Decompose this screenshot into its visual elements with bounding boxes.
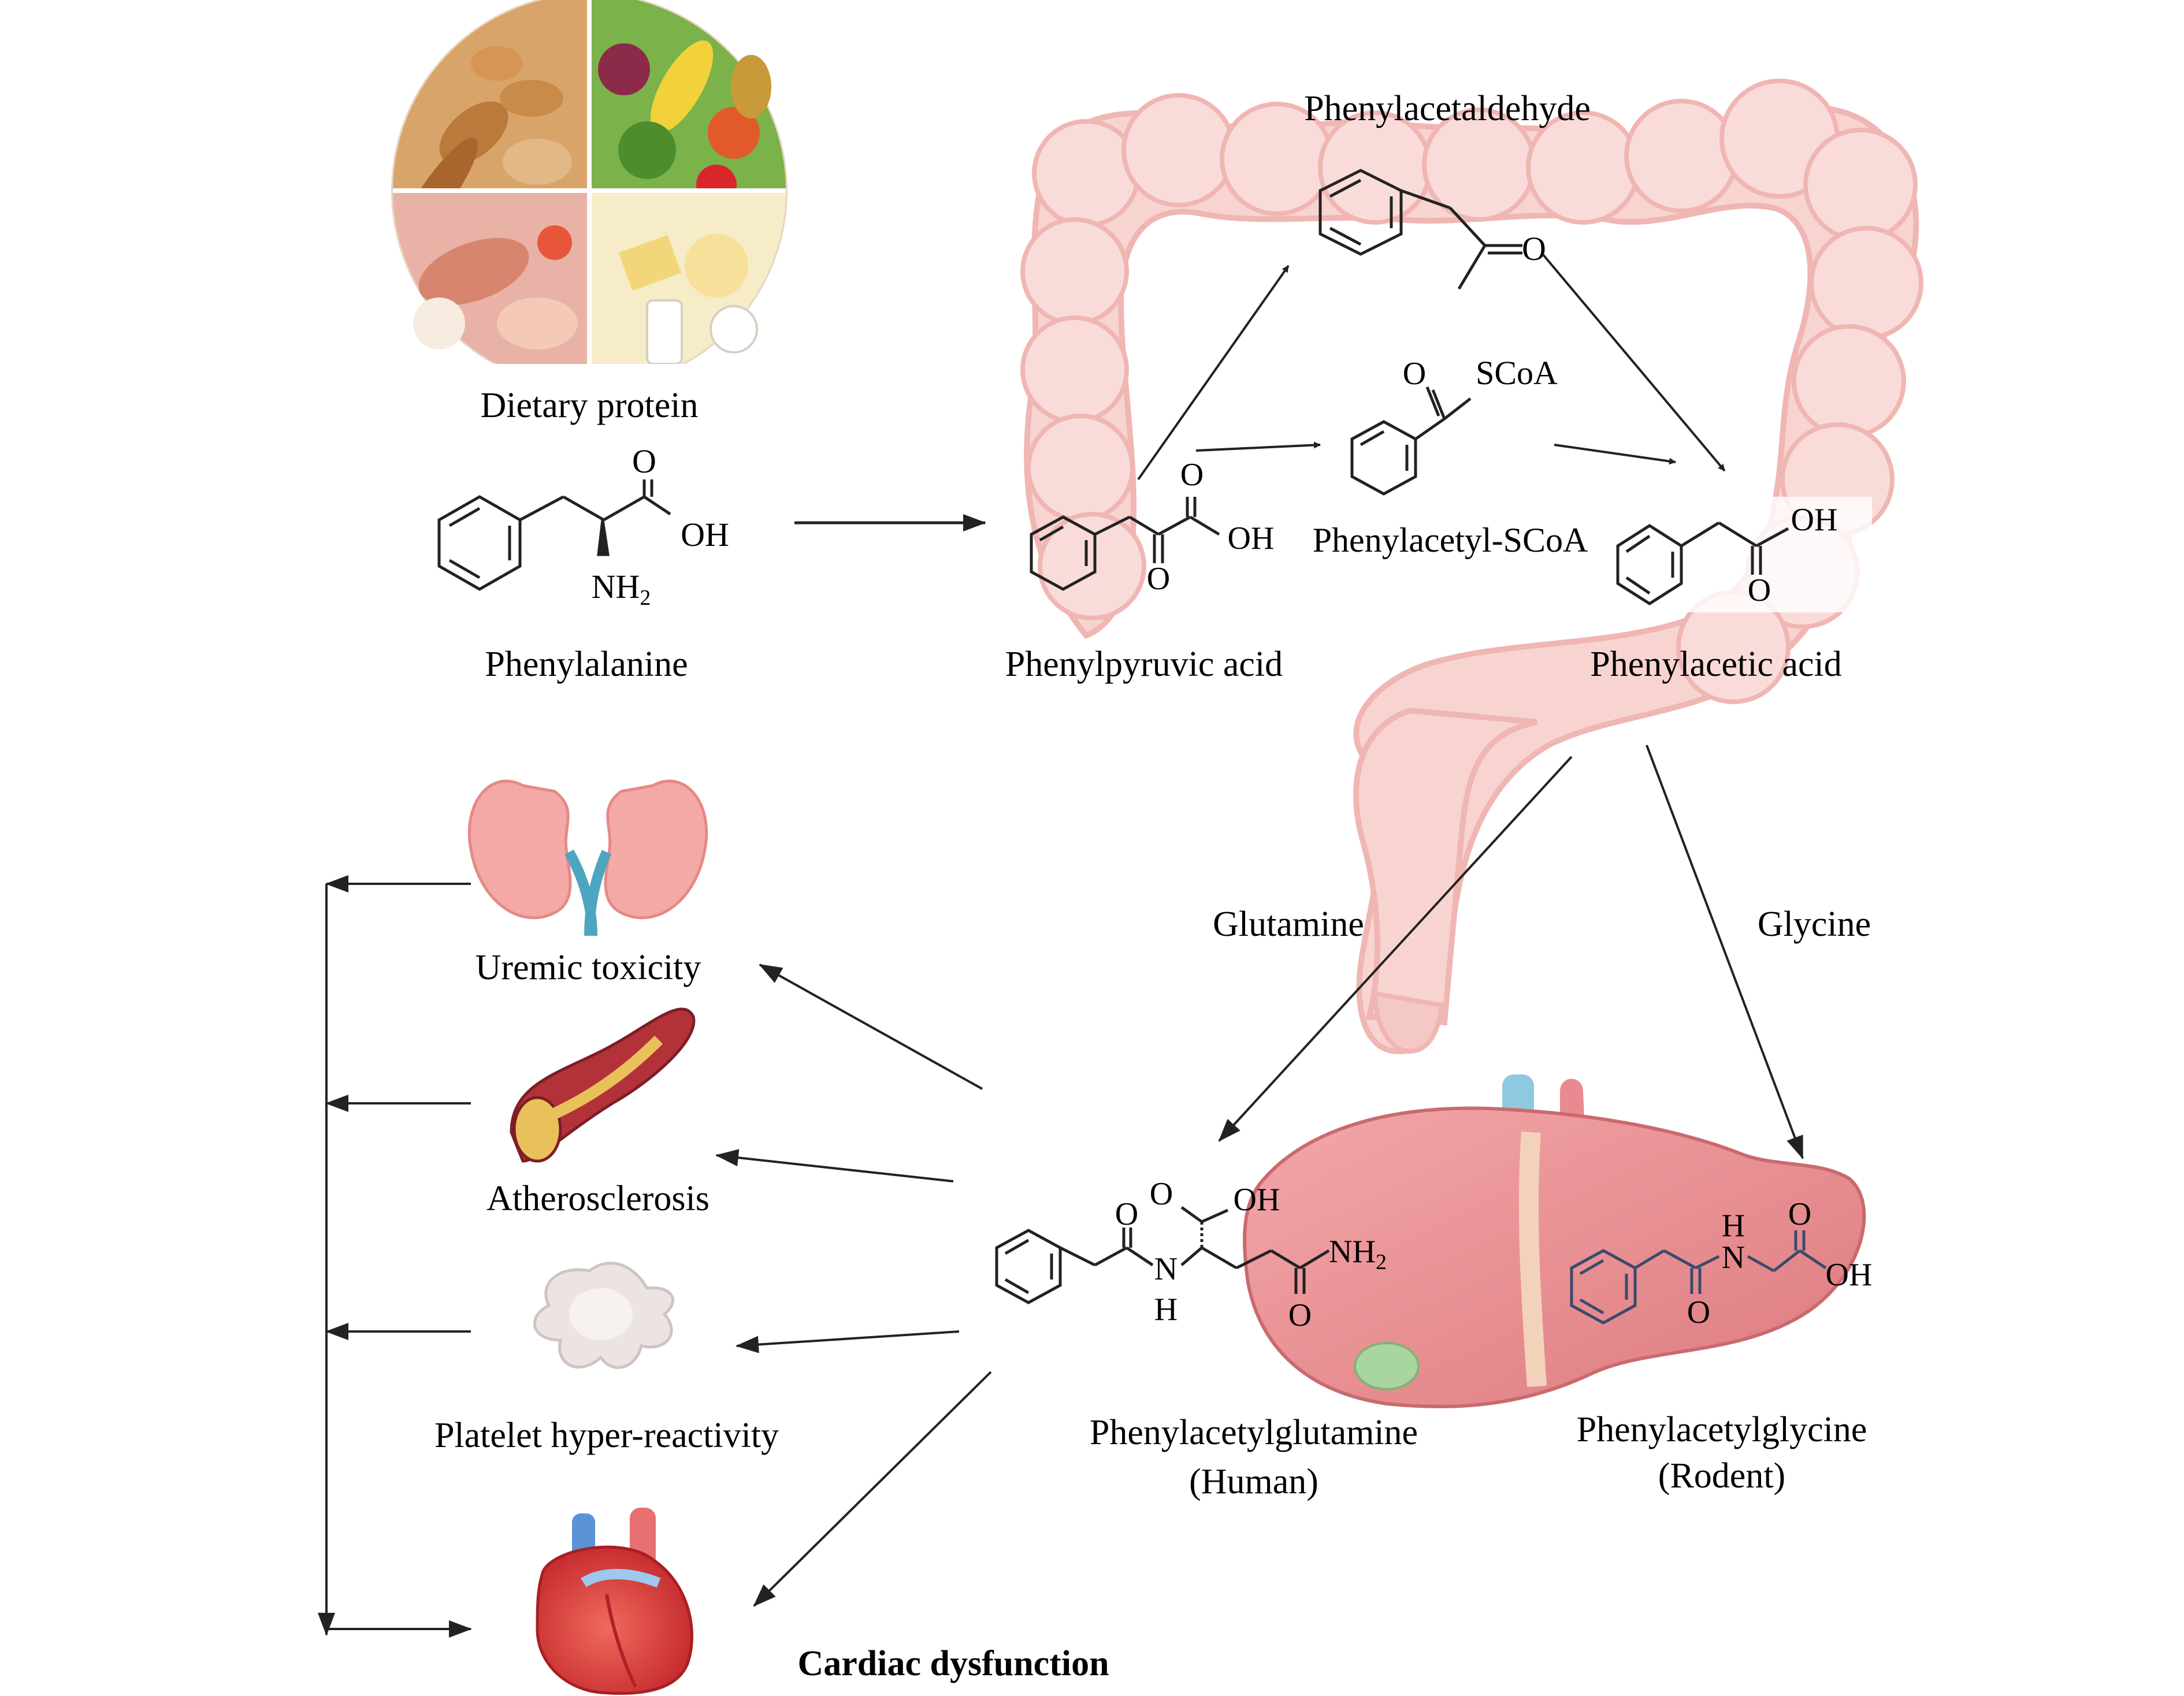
label-phenylpyruvic-acid: Phenylpyruvic acid [1005, 645, 1283, 684]
structure-phenylacetaldehyde [1318, 169, 1522, 290]
atom-o-scoa: O [1403, 356, 1426, 392]
atom-nh2-phe: NH2 [592, 568, 651, 610]
heart-illustration [536, 1508, 693, 1695]
label-phenylacetyl-scoa: Phenylacetyl-SCoA [1313, 521, 1588, 559]
atom-n-pagly: N [1722, 1240, 1745, 1275]
feedback-bracket [318, 875, 472, 1638]
label-uremic-toxicity: Uremic toxicity [476, 948, 701, 987]
atom-h-pag: H [1154, 1292, 1178, 1327]
atom-oh-pagly: OH [1826, 1257, 1873, 1293]
atom-nh2-pag: NH2 [1329, 1234, 1387, 1274]
label-pagly-name: Phenylacetylglycine [1577, 1410, 1867, 1449]
structure-phenylacetylglycine [1570, 1230, 1827, 1325]
label-pagly-species: (Rodent) [1658, 1456, 1785, 1496]
structure-phenylalanine [437, 479, 671, 591]
kidney-illustration [467, 779, 708, 936]
label-platelet: Platelet hyper-reactivity [434, 1416, 779, 1455]
atom-oh-paa: OH [1791, 502, 1838, 538]
conjugation-arrows [1218, 745, 1804, 1159]
atom-o-phe: O [632, 442, 656, 480]
label-phenylacetaldehyde: Phenylacetaldehyde [1304, 89, 1591, 128]
backdrop-scoa-label [1300, 503, 1600, 578]
atom-o-pald: O [1522, 230, 1546, 267]
backdrop-scoa [1312, 341, 1624, 491]
food-plate-illustration [370, 0, 809, 399]
label-glycine: Glycine [1758, 905, 1871, 944]
platelet-illustration [533, 1262, 674, 1369]
structure-phenylpyruvic-acid [1030, 497, 1220, 591]
label-dietary-protein: Dietary protein [480, 386, 698, 425]
atom-o2-pag: O [1150, 1176, 1173, 1212]
colon-arrows [1137, 253, 1726, 481]
atom-o2-ppa: O [1147, 561, 1170, 597]
label-glutamine: Glutamine [1213, 905, 1364, 944]
label-cardiac-dysfunction: Cardiac dysfunction [797, 1644, 1109, 1683]
atom-n-pag: N [1154, 1251, 1178, 1287]
label-phenylalanine: Phenylalanine [485, 645, 688, 684]
atom-o3-pag: O [1288, 1297, 1312, 1333]
atom-oh-ppa: OH [1228, 520, 1275, 556]
atom-h-pagly: H [1722, 1208, 1745, 1244]
structure-phenylacetic-acid [1616, 521, 1789, 605]
atom-o1-pagly: O [1687, 1295, 1710, 1330]
atom-scoa: SCoA [1476, 354, 1558, 392]
atom-o1-ppa: O [1180, 457, 1204, 493]
label-pag-species: (Human) [1189, 1462, 1318, 1501]
label-phenylacetic-acid: Phenylacetic acid [1590, 645, 1842, 684]
backdrop-paa [1606, 497, 1872, 612]
structure-phenylacetylglutamine [995, 1206, 1330, 1304]
artery-illustration [510, 1007, 696, 1163]
label-pag-name: Phenylacetylglutamine [1090, 1413, 1418, 1452]
atom-oh-pag: OH [1234, 1182, 1280, 1218]
atom-o2-pagly: O [1788, 1196, 1811, 1232]
structure-phenylacetyl-scoa [1350, 386, 1472, 496]
liver-illustration [1243, 1074, 1866, 1408]
outcome-arrows [715, 964, 992, 1607]
atom-oh-phe: OH [681, 516, 729, 553]
atom-o1-pag: O [1115, 1196, 1138, 1232]
label-atherosclerosis: Atherosclerosis [486, 1179, 710, 1218]
atom-o-paa: O [1748, 572, 1771, 608]
